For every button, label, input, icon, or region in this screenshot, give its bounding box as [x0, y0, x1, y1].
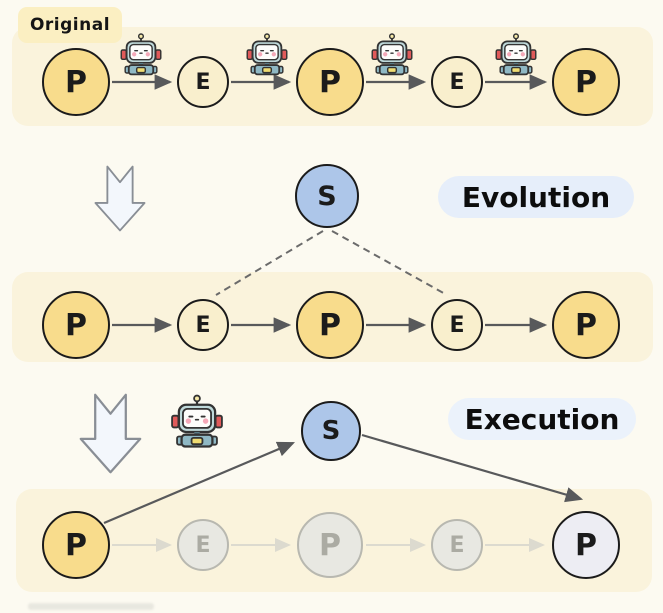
node-label: E: [449, 69, 465, 95]
node-label: P: [319, 64, 341, 100]
original-badge: Original: [18, 7, 122, 43]
node-e-faded: E: [431, 519, 483, 571]
evolution-label: Evolution: [438, 176, 634, 218]
node-e: E: [177, 299, 229, 351]
node-label: P: [319, 307, 341, 343]
node-p-faded: P: [297, 512, 363, 578]
node-label: P: [319, 527, 341, 563]
node-label: P: [65, 307, 87, 343]
execution-label: Execution: [448, 398, 636, 440]
node-label: P: [65, 64, 87, 100]
node-label: P: [575, 307, 597, 343]
node-s-supervisor: S: [295, 164, 359, 228]
node-label: E: [449, 532, 465, 558]
robot-icon: [369, 30, 415, 80]
down-arrow-icon: [79, 387, 142, 480]
down-arrow-icon: [94, 152, 146, 245]
node-p: P: [42, 48, 110, 116]
node-label: S: [317, 180, 337, 212]
node-s-supervisor: S: [301, 401, 361, 461]
node-label: S: [321, 416, 341, 446]
node-label: P: [575, 64, 597, 100]
node-e: E: [431, 56, 483, 108]
node-label: E: [449, 312, 465, 338]
node-p: P: [42, 291, 110, 359]
node-label: P: [65, 527, 87, 563]
node-e-faded: E: [177, 519, 229, 571]
node-p-final: P: [552, 511, 620, 579]
node-p: P: [296, 291, 364, 359]
node-e: E: [177, 56, 229, 108]
robot-icon: [118, 30, 164, 80]
node-label: P: [575, 527, 597, 563]
node-p: P: [296, 48, 364, 116]
node-p-active: P: [42, 511, 110, 579]
node-label: E: [195, 312, 211, 338]
node-label: E: [195, 69, 211, 95]
robot-icon: [493, 30, 539, 80]
node-label: E: [195, 532, 211, 558]
node-p: P: [552, 291, 620, 359]
node-p: P: [552, 48, 620, 116]
node-e: E: [431, 299, 483, 351]
robot-icon: [244, 30, 290, 80]
robot-icon: [168, 391, 226, 453]
cropped-caption-fragment: [28, 603, 154, 610]
